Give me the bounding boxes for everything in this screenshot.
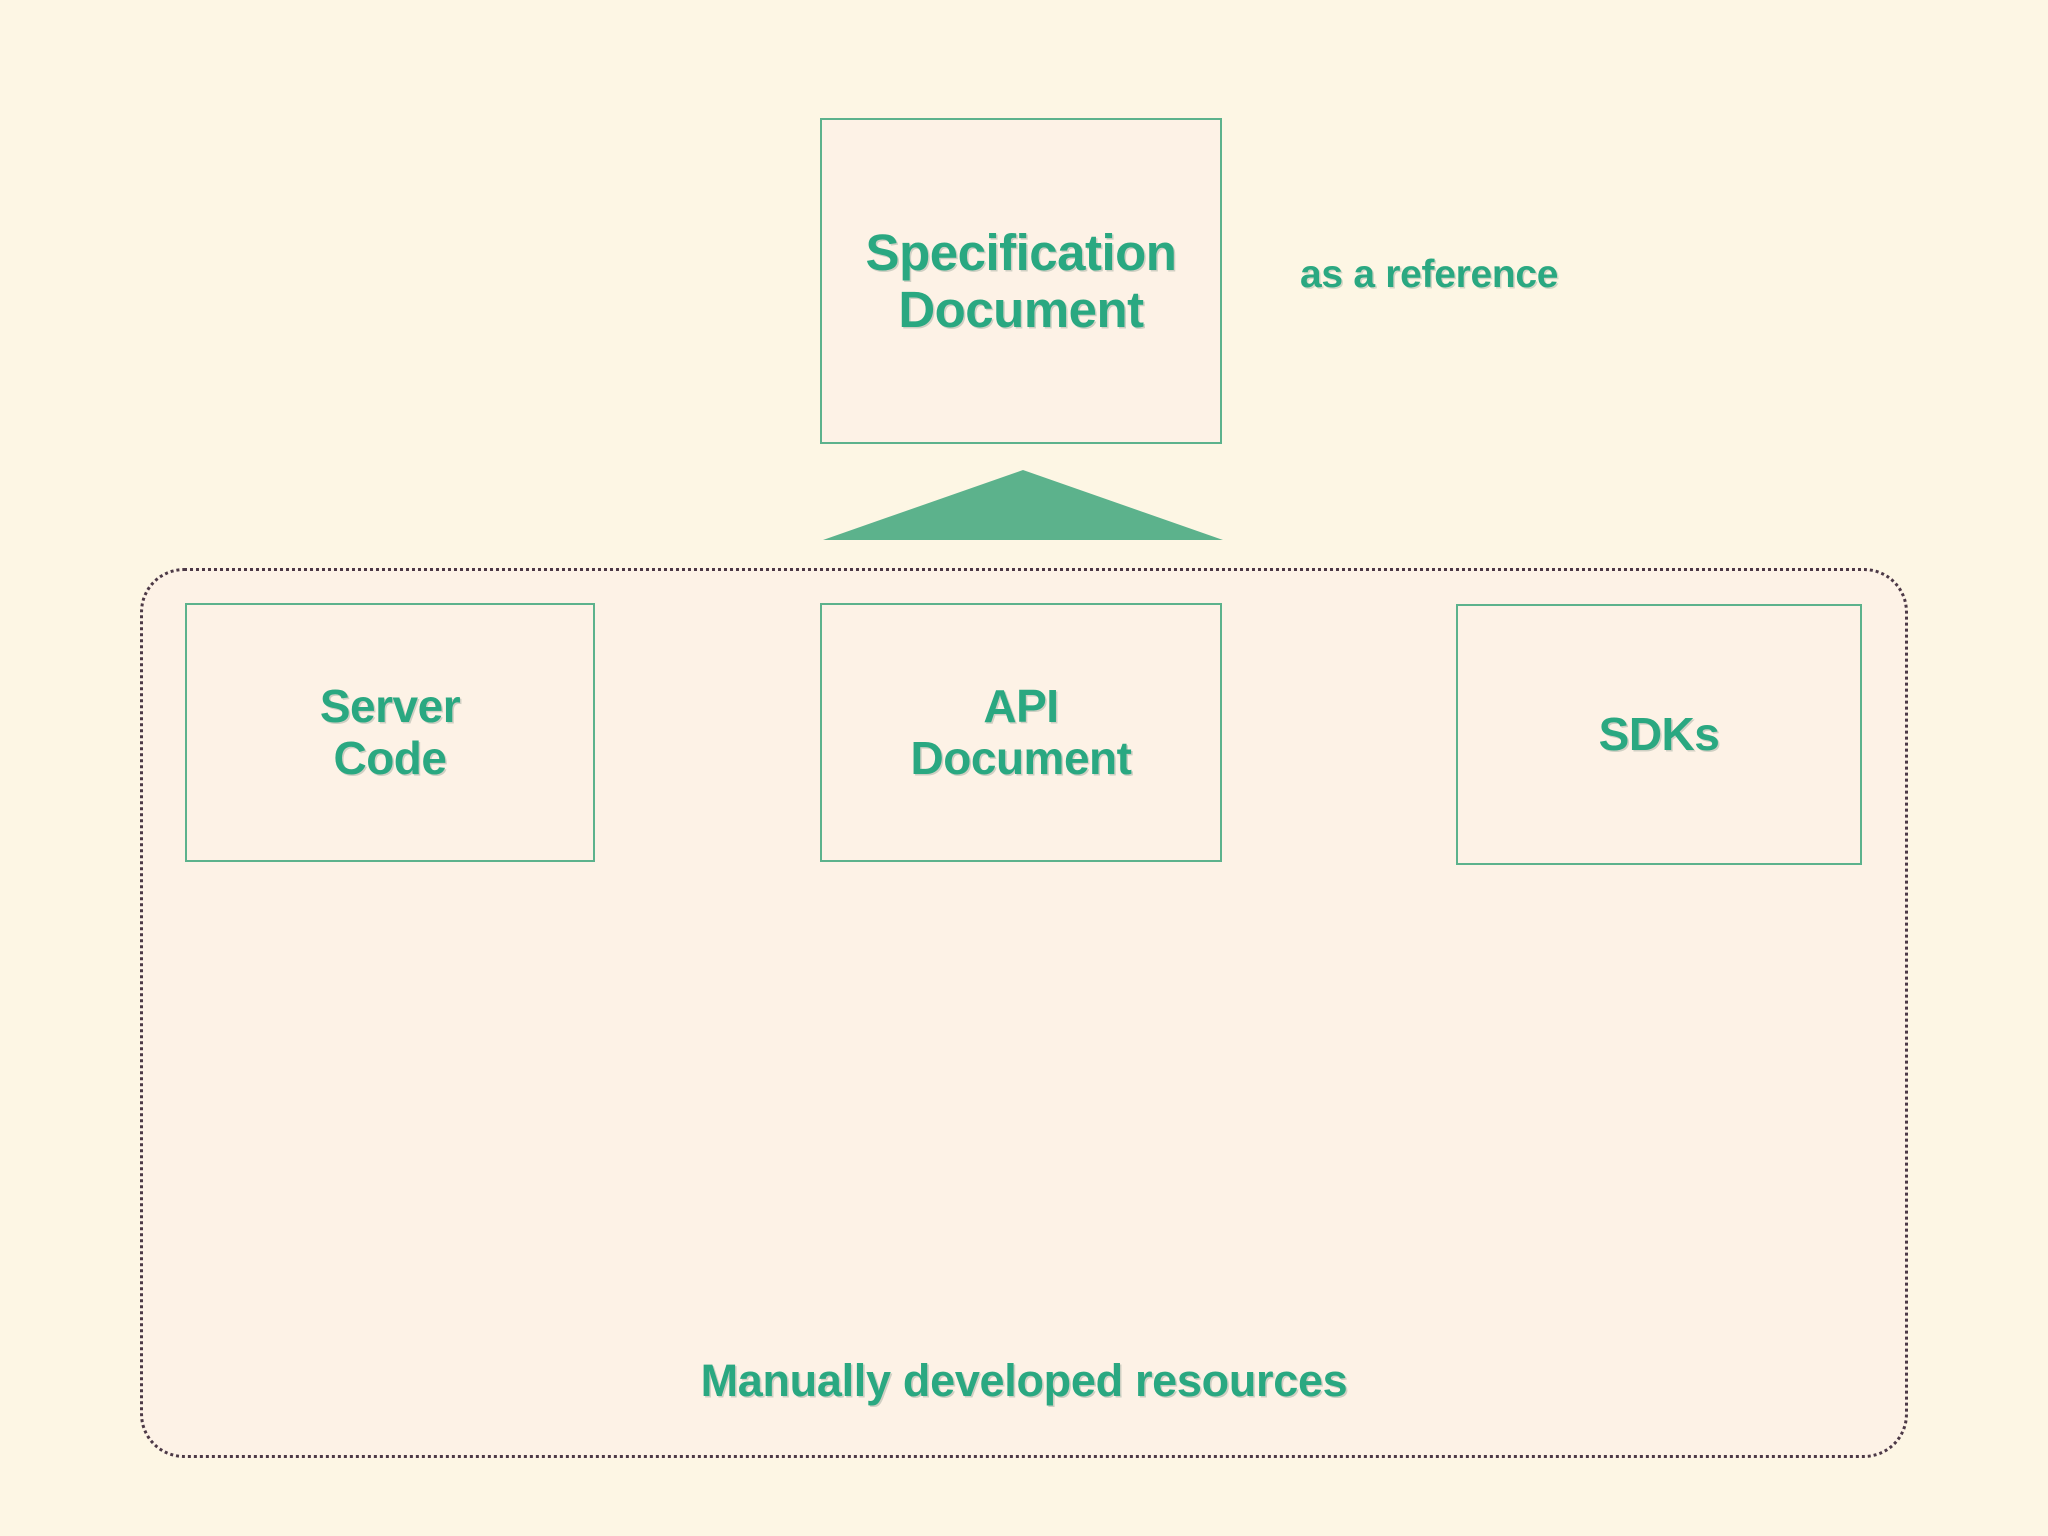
as-a-reference-note: as a reference <box>1300 253 1559 296</box>
sdks-box: SDKs <box>1456 604 1862 865</box>
server-code-box: Server Code <box>185 603 595 862</box>
server-code-label: Server Code <box>319 679 461 784</box>
api-document-box: API Document <box>820 603 1222 862</box>
specification-document-box: Specification Document <box>820 118 1222 444</box>
specification-document-label: Specification Document <box>865 223 1177 338</box>
up-arrow-icon <box>823 470 1223 542</box>
sdks-label: SDKs <box>1598 707 1720 760</box>
manually-developed-resources-caption: Manually developed resources <box>700 1355 1348 1406</box>
api-document-label: API Document <box>910 679 1132 784</box>
